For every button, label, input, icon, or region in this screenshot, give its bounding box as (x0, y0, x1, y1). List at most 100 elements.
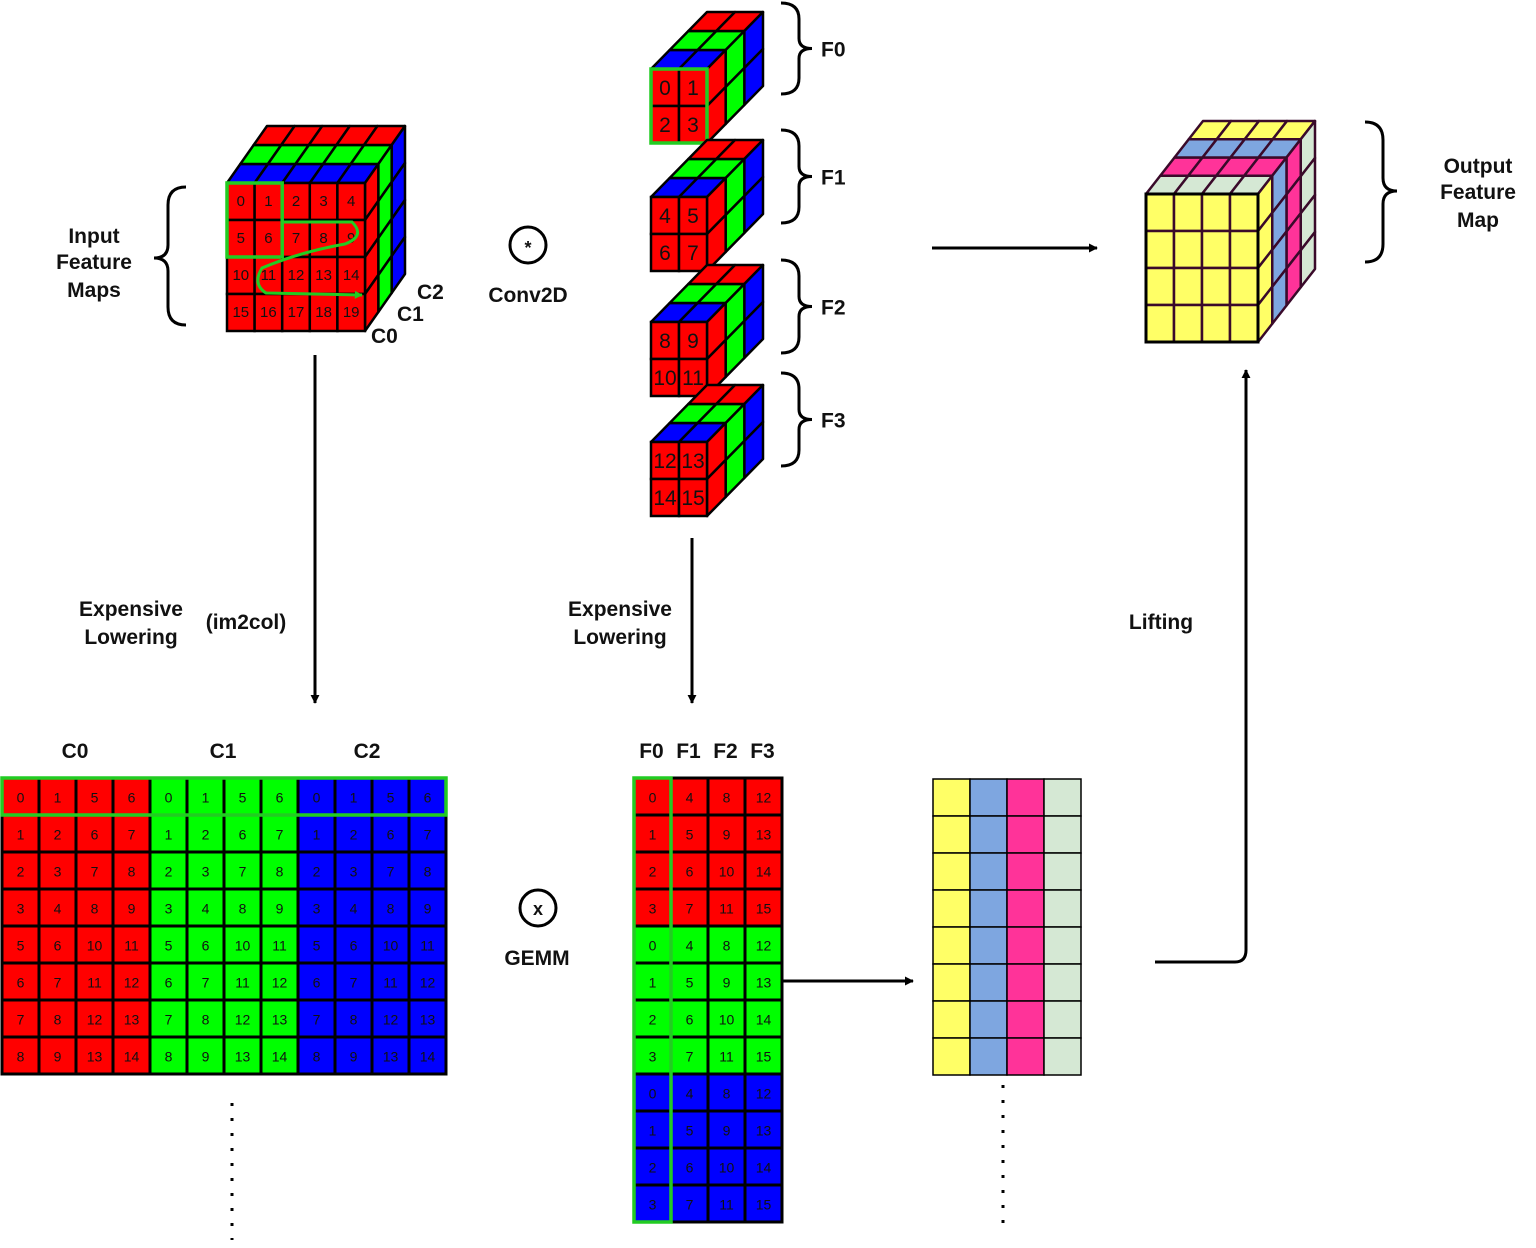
filter-matrix-number: 10 (719, 1160, 735, 1176)
output-feature-cube (1144, 119, 1317, 344)
input-matrix-number: 12 (383, 1012, 399, 1028)
output-cube-outline (1144, 192, 1260, 344)
input-label-line-2: Feature (56, 251, 132, 274)
filter-matrix-number: 4 (686, 1086, 694, 1102)
filter-matrix-header-f0: F0 (639, 740, 664, 763)
input-cube-number: 3 (319, 193, 327, 210)
input-matrix-number: 9 (424, 901, 432, 917)
input-matrix-cell (222, 1035, 263, 1076)
input-matrix-number: 6 (276, 790, 284, 806)
filter-matrix-number: 12 (756, 790, 772, 806)
input-matrix-header-c1: C1 (210, 740, 237, 763)
input-matrix-cell (74, 924, 115, 965)
input-matrix-cell (407, 1035, 448, 1076)
input-matrix-number: 12 (235, 1012, 251, 1028)
filter-cube-number: 5 (687, 205, 699, 228)
input-matrix-number: 8 (202, 1012, 210, 1028)
filter-matrix-number: 6 (686, 1012, 694, 1028)
gemm-operator: x GEMM (504, 888, 570, 970)
filter-matrix-number: 1 (649, 1123, 657, 1139)
output-cube-front-cell (1228, 192, 1260, 233)
input-matrix-cell (37, 924, 78, 965)
result-matrix-cell (1043, 889, 1082, 928)
filter-cube-number: 10 (653, 367, 676, 390)
input-matrix-number: 9 (202, 1049, 210, 1065)
filter-matrix-number: 15 (756, 901, 772, 917)
input-matrix-cell (407, 813, 448, 854)
input-cube-number: 19 (343, 304, 360, 321)
filter-matrix-number: 5 (686, 827, 694, 843)
input-matrix-cell (259, 1035, 300, 1076)
filter-cube-number: 4 (659, 205, 671, 228)
conv2d-operator: * Conv2D (488, 225, 568, 307)
result-matrix-cell (969, 852, 1008, 891)
filter-label-f0: F0 (821, 39, 846, 62)
input-matrix-number: 5 (313, 938, 321, 954)
filter-cube-number: 8 (659, 330, 671, 353)
output-brace (1364, 120, 1398, 264)
output-cube-front-cell (1172, 303, 1204, 344)
input-matrix-number: 1 (17, 827, 25, 843)
output-cube-front-cell (1144, 192, 1176, 233)
input-label-line-3: Maps (67, 279, 121, 302)
result-matrix-cell (932, 815, 971, 854)
input-matrix-cell (333, 776, 374, 817)
input-cube-number: 8 (319, 230, 327, 247)
conv-symbol: * (524, 238, 531, 258)
input-matrix-number: 4 (54, 901, 62, 917)
input-matrix-row-highlight (0, 776, 448, 817)
input-matrix-number: 11 (420, 938, 435, 954)
filter-cube-number: 15 (681, 487, 704, 510)
result-matrix-cell (969, 1000, 1008, 1039)
input-matrix-number: 7 (165, 1012, 173, 1028)
filter-matrix-number: 6 (686, 1160, 694, 1176)
input-cube-number: 14 (343, 267, 360, 284)
filter-matrix-number: 7 (686, 1197, 694, 1213)
filter-brace-f2 (780, 258, 813, 355)
output-feature-map-label: Output Feature Map (1440, 155, 1516, 232)
input-matrix-number: 8 (54, 1012, 62, 1028)
input-matrix-number: 5 (165, 938, 173, 954)
input-matrix-number: 1 (350, 790, 358, 806)
input-matrix-number: 1 (54, 790, 62, 806)
input-matrix-cell (259, 924, 300, 965)
input-matrix-number: 7 (128, 827, 136, 843)
input-matrix-cell (259, 776, 300, 817)
input-matrix-number: 7 (202, 975, 210, 991)
filter-matrix-number: 7 (686, 1049, 694, 1065)
filter-matrix-number: 14 (756, 1160, 772, 1176)
filter-label-f3: F3 (821, 410, 846, 433)
result-matrix-cell (1043, 778, 1082, 817)
input-matrix-number: 11 (124, 938, 139, 954)
filter-matrix-number: 2 (649, 864, 657, 880)
input-matrix-number: 8 (424, 864, 432, 880)
result-matrix-cell (932, 1000, 971, 1039)
result-matrix-cell (932, 963, 971, 1002)
input-matrix-number: 13 (383, 1049, 399, 1065)
input-matrix-number: 8 (313, 1049, 321, 1065)
input-matrix-number: 8 (17, 1049, 25, 1065)
lifting-label: Lifting (1129, 611, 1193, 634)
input-matrix-number: 6 (17, 975, 25, 991)
input-cube-number: 6 (264, 230, 272, 247)
input-matrix-number: 3 (54, 864, 62, 880)
gemm-label: GEMM (504, 947, 569, 970)
filter-matrix-number: 1 (649, 827, 657, 843)
input-matrix-number: 5 (239, 790, 247, 806)
input-matrix-number: 6 (202, 938, 210, 954)
input-kernel-window (225, 181, 284, 259)
filter-matrix-header-f2: F2 (713, 740, 738, 763)
input-matrix-number: 5 (91, 790, 99, 806)
output-cube-front-cell (1200, 303, 1232, 344)
output-label-line-2: Feature (1440, 181, 1516, 204)
output-cube-front-cell (1228, 266, 1260, 307)
input-matrix-number: 8 (276, 864, 284, 880)
input-cube-number: 18 (315, 304, 332, 321)
result-matrix-cell (1006, 815, 1045, 854)
result-matrix-cell (1043, 1000, 1082, 1039)
output-cube-front-cell (1172, 229, 1204, 270)
filter-matrix-number: 3 (649, 1197, 657, 1213)
lowering-mid-line-1: Expensive (568, 598, 672, 621)
